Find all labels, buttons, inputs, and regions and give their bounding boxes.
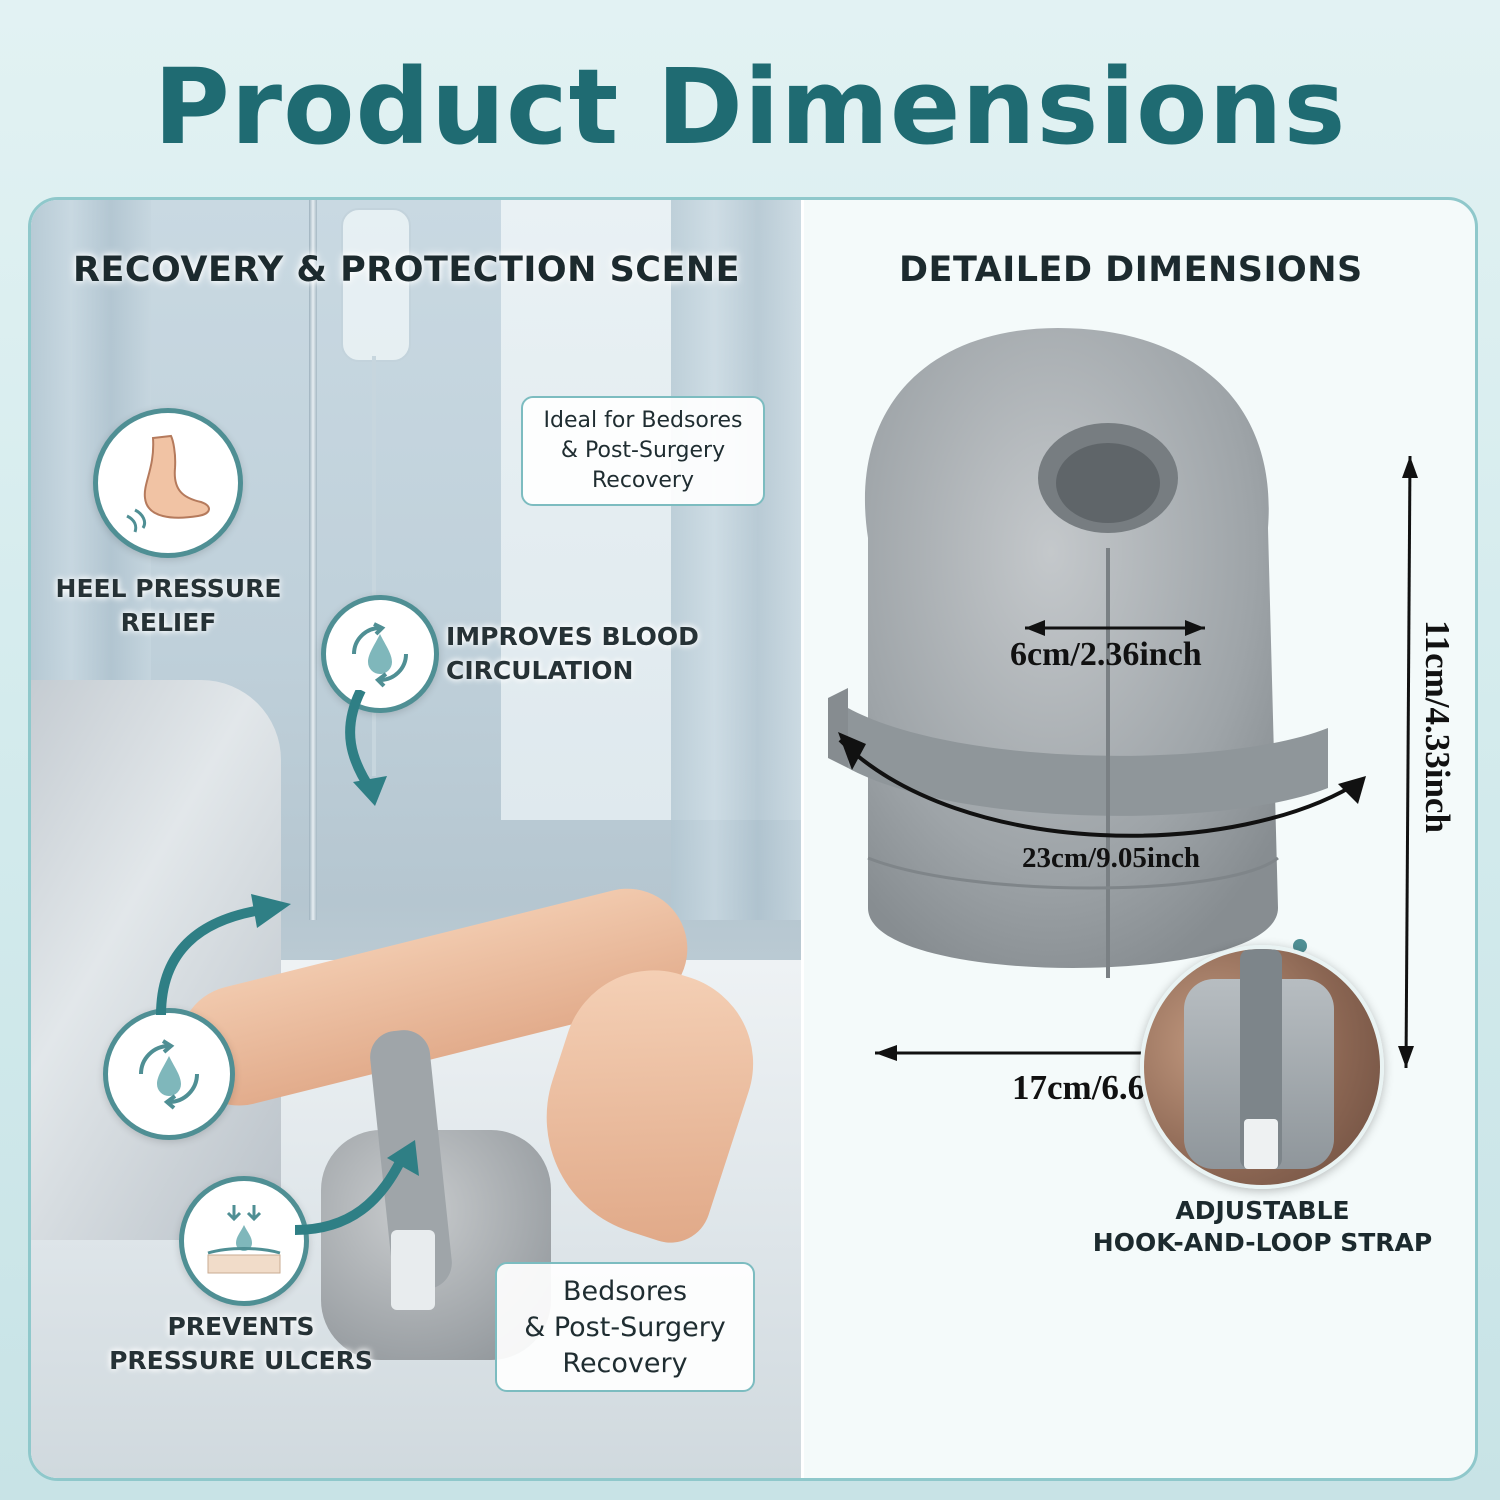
height-label: 11cm/4.33inch — [1418, 620, 1457, 833]
heel-pillow-product-image — [828, 328, 1328, 978]
arrow-right-icon — [294, 1140, 419, 1235]
circulation-cycle-icon — [139, 1039, 199, 1110]
iv-tube — [372, 356, 376, 776]
strap-label: ADJUSTABLE HOOK-AND-LOOP STRAP — [1092, 1196, 1433, 1257]
iv-bag — [341, 208, 411, 362]
recovery-scene-panel: RECOVERY & PROTECTION SCENE HEEL PRESSUR… — [31, 200, 804, 1478]
right-panel-heading: DETAILED DIMENSIONS — [899, 250, 1363, 290]
circulation-cycle-badge — [103, 1008, 235, 1140]
curtain-right — [671, 200, 801, 920]
iv-pole — [309, 200, 317, 920]
pressure-ulcer-label: PREVENTS PRESSURE ULCERS — [109, 1312, 373, 1375]
strap-closeup-velcro — [1244, 1119, 1278, 1169]
blood-circulation-badge — [321, 595, 439, 713]
arrow-up-right-icon — [156, 894, 291, 1016]
blood-circulation-label: IMPROVES BLOOD CIRCULATION — [446, 622, 699, 685]
page-title: Product Dimensions — [153, 46, 1347, 168]
callout-ideal-for-bedsores: Ideal for Bedsores & Post-Surgery Recove… — [521, 396, 765, 506]
pillow-velcro — [391, 1230, 435, 1310]
heel-relief-label: HEEL PRESSURE RELIEF — [55, 574, 282, 637]
blood-circulation-icon — [352, 622, 408, 688]
strap-closeup-image — [1140, 945, 1384, 1189]
circumference-label: 23cm/9.05inch — [1022, 842, 1201, 874]
callout-bedsores-recovery: Bedsores & Post-Surgery Recovery — [495, 1262, 755, 1392]
heel-relief-badge — [93, 408, 243, 558]
hole-diameter-label: 6cm/2.36inch — [1010, 636, 1202, 673]
arrow-down-icon — [345, 690, 387, 806]
foot-icon — [126, 434, 210, 533]
pressure-ulcer-badge — [179, 1176, 309, 1306]
left-panel-heading: RECOVERY & PROTECTION SCENE — [73, 250, 741, 290]
blanket — [31, 680, 281, 1240]
skin-layer-icon — [207, 1205, 281, 1274]
